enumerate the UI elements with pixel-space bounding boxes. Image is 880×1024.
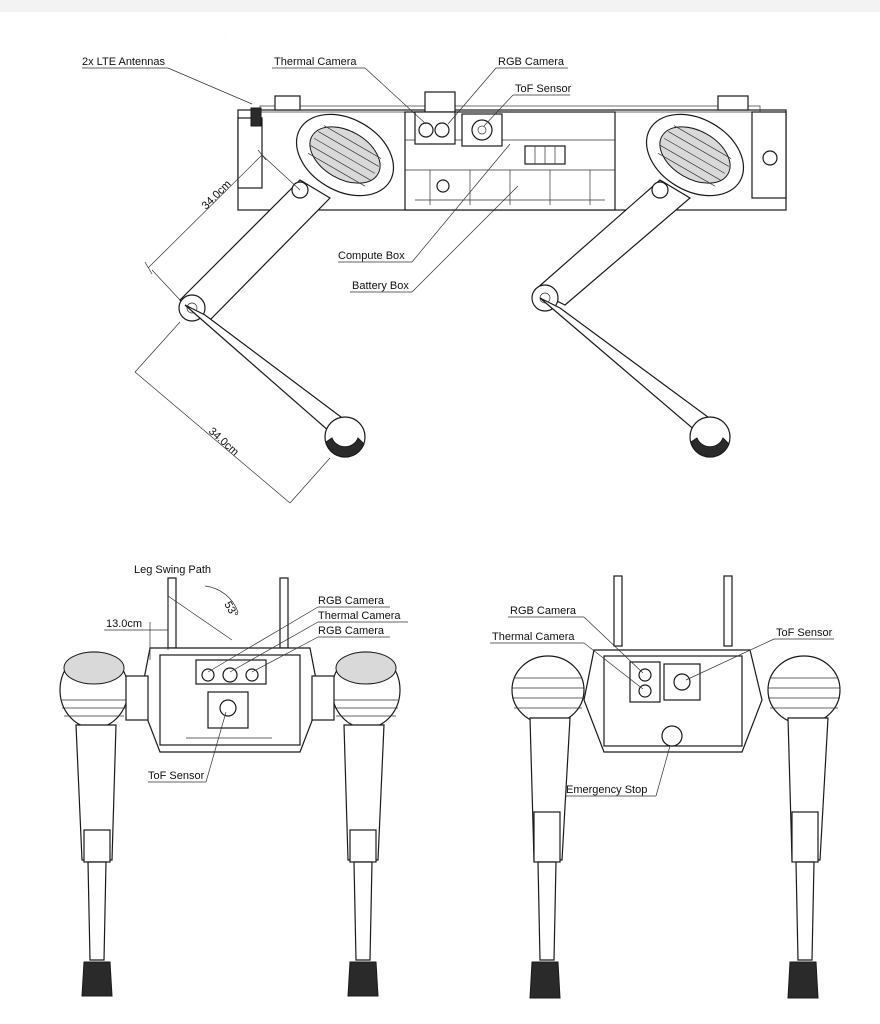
front-view: Leg Swing Path 53° 13.0cm RGB Camera The… [59,564,408,997]
width-offset-label: 13.0cm [106,618,142,630]
front-view-left-foot [81,961,113,997]
svg-text:RGB Camera: RGB Camera [318,625,385,637]
rear-hip-motor [295,113,395,197]
front-hip-motor [645,113,745,197]
front-callout-rgb-bottom: RGB Camera [251,625,390,673]
callout-tof-sensor: ToF Sensor [483,83,572,127]
front-view-right-lower-leg [353,861,373,961]
upper-leg-dimension [144,149,301,301]
svg-text:Thermal Camera: Thermal Camera [274,56,357,68]
front-view-antenna-right [279,577,289,649]
camera-mount [424,91,456,113]
leg-swing-path [167,585,239,650]
rear-view-left-motor [511,655,585,725]
svg-text:Thermal Camera: Thermal Camera [492,631,575,643]
lower-leg-dimension-label: 34.0cm [206,425,241,458]
front-view-left-upper-leg [75,724,117,861]
rear-callout-tof: ToF Sensor [685,627,834,681]
lower-leg-dimension [134,321,331,504]
front-callout-tof: ToF Sensor [148,711,227,783]
rgb-camera-lens [471,119,493,141]
front-callout-thermal: Thermal Camera [229,610,408,673]
front-view-right-foot [347,961,379,997]
front-view-right-upper-leg [343,724,385,861]
rear-view-antenna-left [613,575,623,647]
rear-callout-thermal: Thermal Camera [490,631,644,690]
lte-antenna [224,37,262,127]
thermal-camera-lens [418,122,434,138]
rear-callout-emergency-stop: Emergency Stop [566,745,671,797]
callout-lte-antennas: 2x LTE Antennas [82,56,253,105]
svg-text:RGB Camera: RGB Camera [318,595,385,607]
page-top-bar [0,0,880,12]
rear-view-antenna-right [723,575,733,647]
svg-text:ToF Sensor: ToF Sensor [148,770,205,782]
svg-text:2x LTE Antennas: 2x LTE Antennas [82,56,165,68]
front-view-antenna-left [167,577,177,649]
emergency-stop-button [661,725,683,747]
rear-callout-rgb: RGB Camera [508,605,644,674]
side-view: 34.0cm 34.0cm 2x LTE Antennas Thermal Ca… [82,37,787,504]
svg-text:Compute Box: Compute Box [338,250,405,262]
front-view-left-motor [59,651,149,729]
svg-text:RGB Camera: RGB Camera [510,605,577,617]
upper-leg-dimension-label: 34.0cm [200,178,234,212]
front-lower-leg [539,297,713,433]
width-offset-dimension [104,622,168,660]
callout-thermal-camera: Thermal Camera [272,56,427,125]
svg-text:ToF Sensor: ToF Sensor [776,627,833,639]
callout-rgb-camera: RGB Camera [447,56,568,125]
front-view-left-lower-leg [87,861,107,961]
swing-angle-label: 53° [221,600,240,620]
front-upper-leg [533,179,692,306]
rear-view-right-foot [787,961,819,999]
callout-battery-box: Battery Box [350,185,519,293]
rear-view-left-foot [529,961,561,999]
rear-foot [324,416,366,458]
leg-swing-path-label: Leg Swing Path [134,564,211,576]
svg-text:Battery Box: Battery Box [352,280,409,292]
rear-lower-leg [184,304,346,433]
rear-view-left-lower-leg [537,861,557,961]
front-view-right-motor [311,651,401,729]
svg-text:ToF Sensor: ToF Sensor [515,83,572,95]
svg-text:RGB Camera: RGB Camera [498,56,565,68]
rear-view: RGB Camera Thermal Camera ToF Sensor Eme… [490,575,841,999]
front-callout-rgb-top: RGB Camera [207,595,390,673]
svg-text:Emergency Stop: Emergency Stop [566,784,647,796]
callout-compute-box: Compute Box [338,143,511,263]
rear-view-right-lower-leg [795,861,815,961]
battery-ribs [429,170,591,205]
rear-view-right-motor [767,655,841,725]
svg-text:Thermal Camera: Thermal Camera [318,610,401,622]
front-foot [689,416,731,458]
